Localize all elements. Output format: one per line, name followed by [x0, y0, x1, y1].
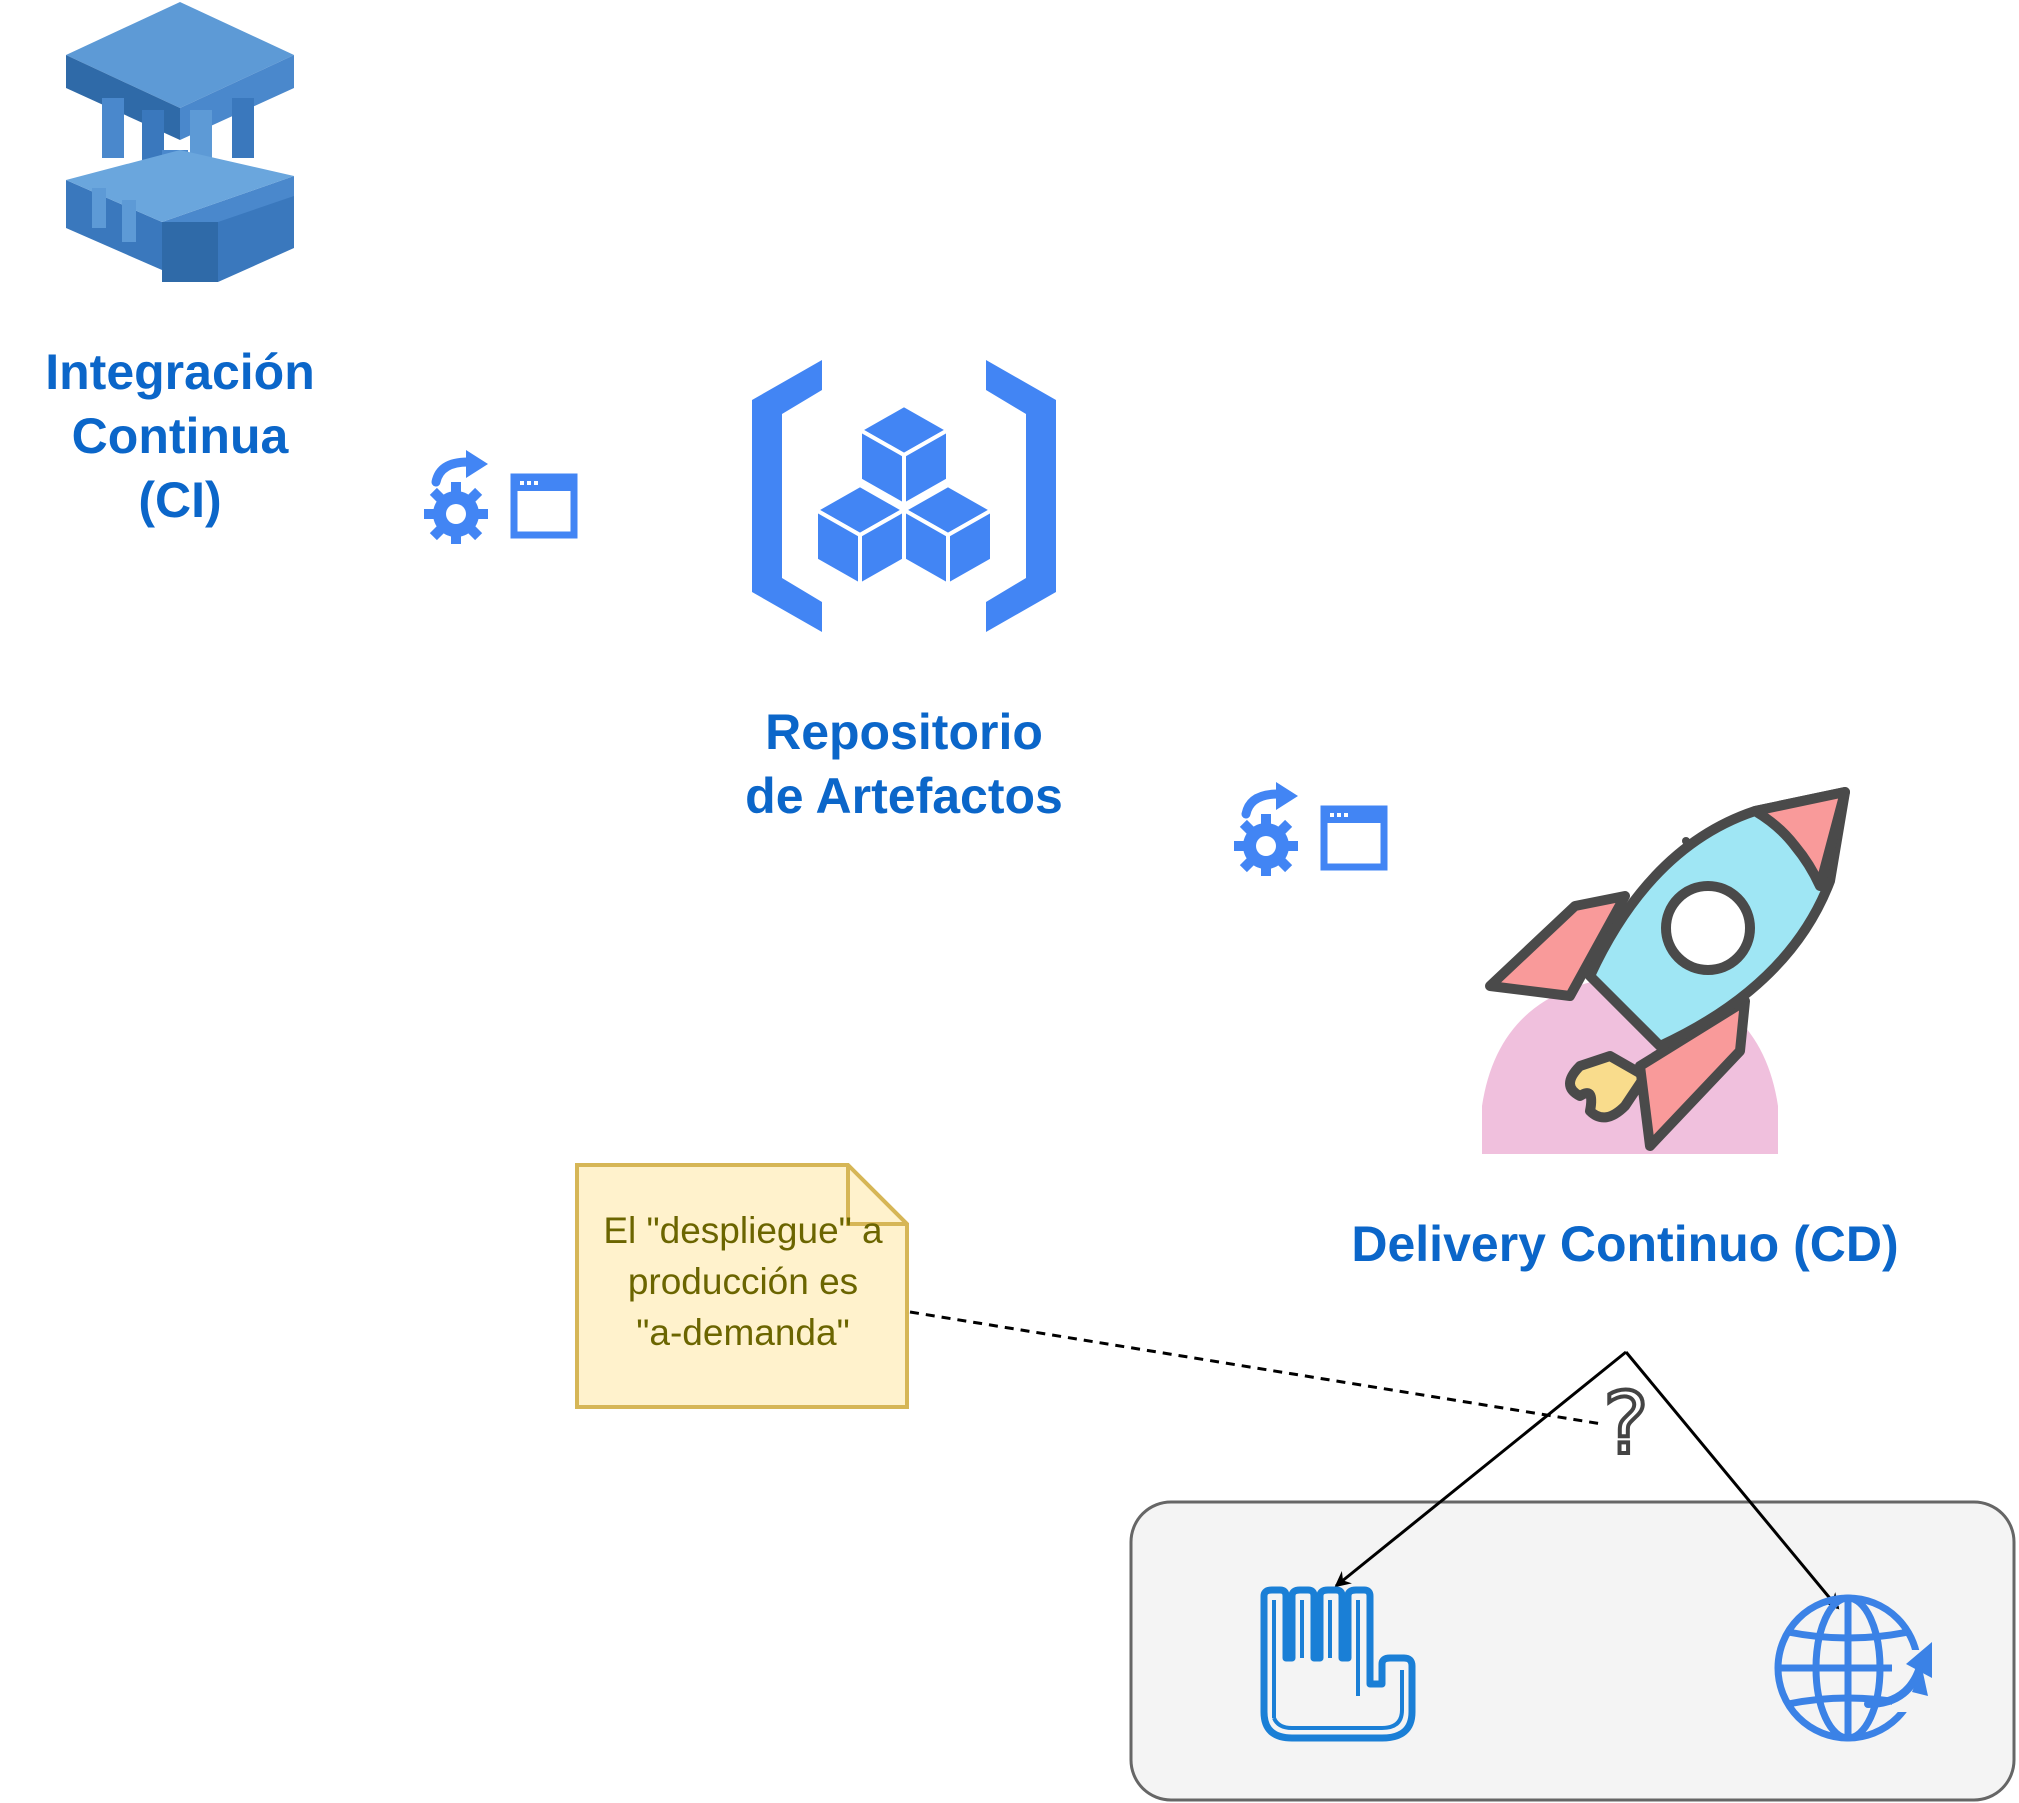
- repo-label: Repositorio de Artefactos: [745, 704, 1063, 824]
- deploy-gear-window-icon: [424, 450, 578, 544]
- note-connector: [909, 1310, 1603, 1426]
- note-shape: [575, 1163, 909, 1409]
- globe-refresh-icon: [1774, 1594, 1936, 1742]
- artifact-registry-icon: [752, 360, 1056, 632]
- decision-question-mark: ?: [1601, 1372, 1651, 1476]
- ci-blocks-icon: [66, 2, 294, 282]
- cd-label: Delivery Continuo (CD): [1351, 1216, 1899, 1272]
- ci-label: Integración Continua (CI): [45, 344, 315, 528]
- arrow-to-auto: [1624, 1351, 1840, 1610]
- deploy-gear-window-icon: [1234, 782, 1388, 876]
- rocket-icon: [1482, 787, 1850, 1154]
- arrow-to-manual: [1334, 1350, 1627, 1588]
- hand-stop-icon: [1260, 1586, 1416, 1742]
- note-text: El "despliegue" a producción es "a-deman…: [603, 1210, 883, 1353]
